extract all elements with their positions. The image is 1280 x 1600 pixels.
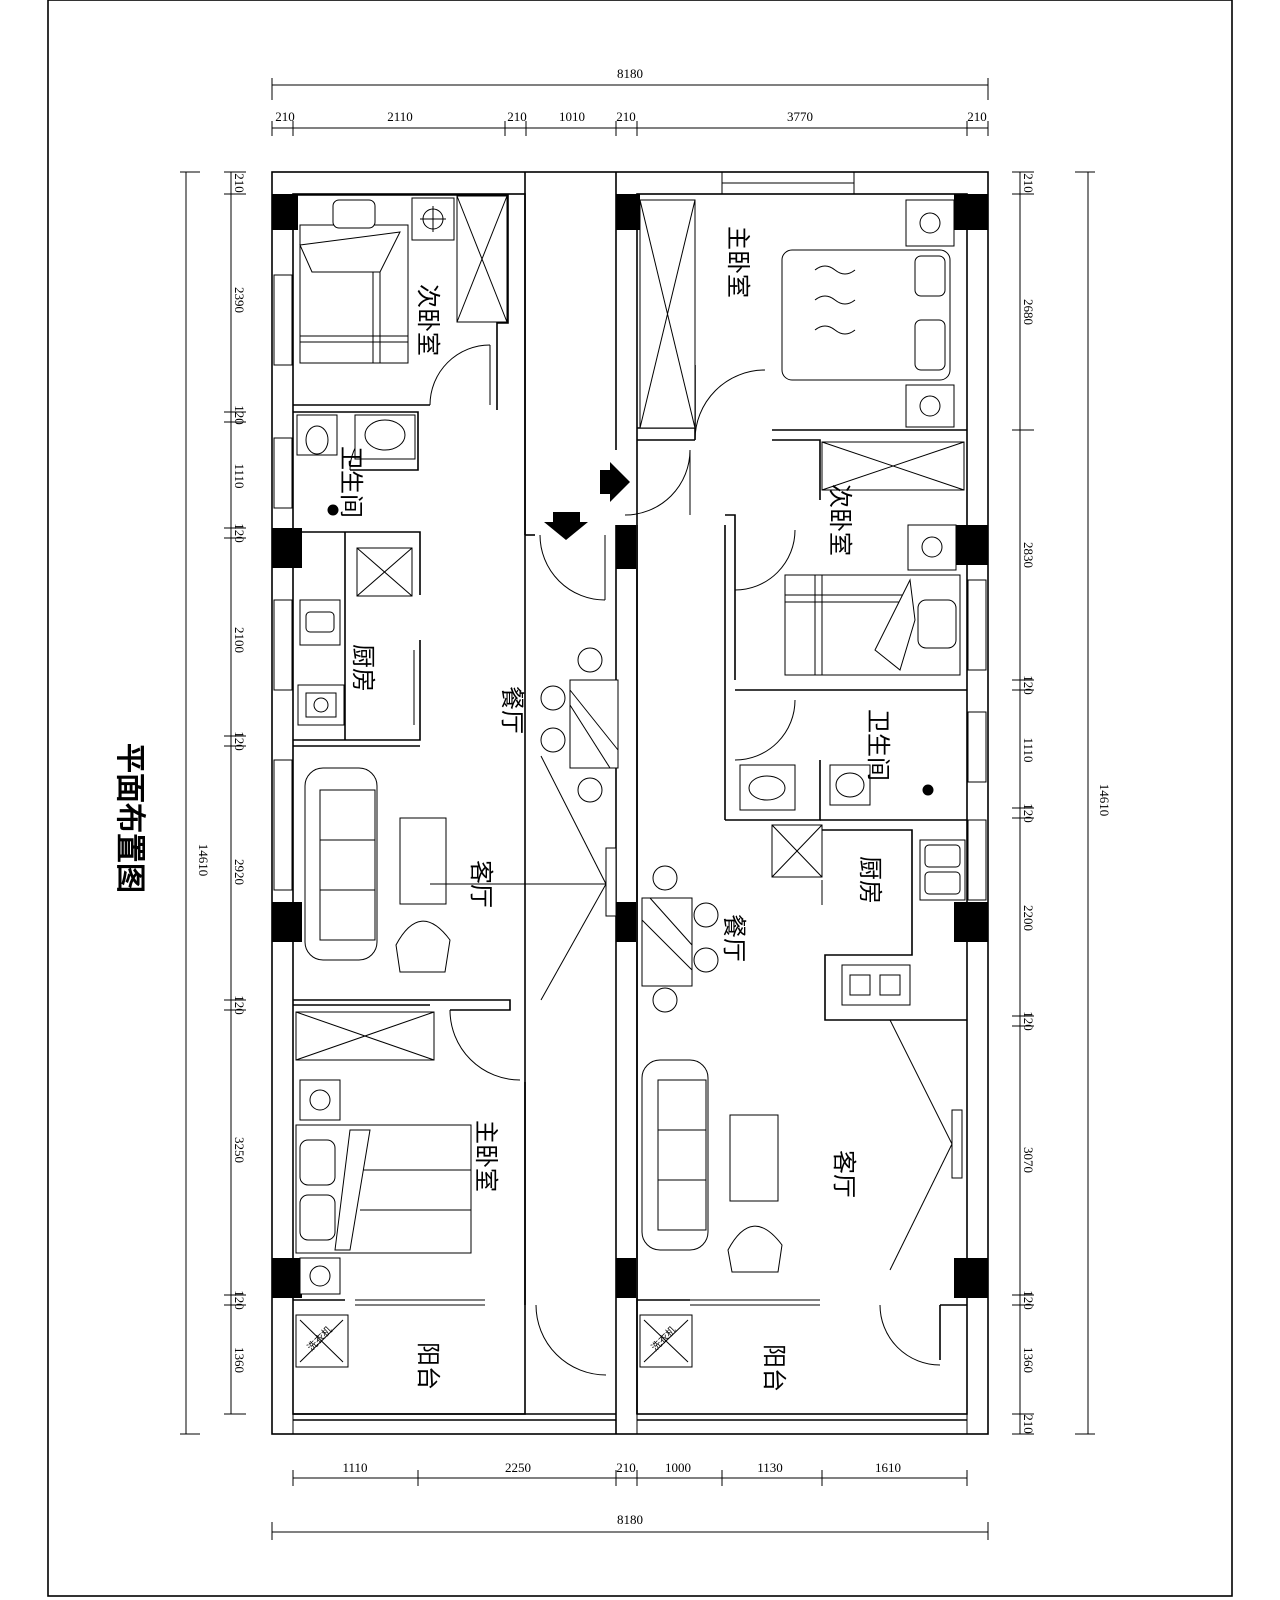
right-bed-large [781,249,951,381]
bottom-dim-4: 1000 [665,1460,691,1475]
left-wardrobe-1 [456,195,508,323]
top-dim-1: 210 [275,109,295,124]
bottom-dimension-lines [271,1470,989,1540]
left-bed-small [299,199,409,364]
right-door-swings [624,369,941,1366]
right-dim-3: 2830 [1021,542,1036,568]
left-nightstands [299,1079,341,1295]
entry-arrow-icons [544,462,630,540]
right-wardrobe-2 [821,441,965,491]
bottom-dim-5: 1130 [757,1460,783,1475]
windows [273,171,987,1435]
left-balcony-label: 阳台 [414,1342,442,1390]
right-tv-unit [889,1019,963,1271]
left-armchair [395,920,451,973]
left-master-bedroom-label: 主卧室 [472,1120,500,1192]
top-dim-6: 3770 [787,109,813,124]
left-bed-large [295,1124,472,1254]
right-dim-10: 120 [1021,1290,1036,1310]
left-dining-label: 餐厅 [498,686,526,734]
top-dim-7: 210 [967,109,987,124]
right-second-bedroom-label: 次卧室 [826,484,854,556]
right-nightstand-2 [907,524,957,571]
right-dim-2: 2680 [1021,299,1036,325]
right-bathroom-fixtures [739,764,934,811]
right-kitchen-label: 厨房 [856,856,884,904]
right-dining-label: 餐厅 [720,914,748,962]
left-dining-table [540,647,619,803]
left-total-dimension: 14610 [196,844,211,877]
bottom-dim-3: 210 [616,1460,636,1475]
structural-columns [272,194,988,1298]
bottom-dim-1: 1110 [342,1460,367,1475]
left-washer [295,1314,349,1368]
left-dim-11: 120 [232,1290,247,1310]
top-dim-2: 2110 [387,109,413,124]
right-dim-8: 120 [1021,1011,1036,1031]
right-unit-walls [637,365,967,1360]
left-tv-unit [430,755,617,1001]
right-bathroom-label: 卫生间 [864,709,892,781]
left-coffee-table [399,817,447,905]
right-dim-12: 210 [1021,1414,1036,1434]
top-dim-3: 210 [507,109,527,124]
right-washer [639,1314,693,1368]
right-armchair [727,1225,783,1273]
drawing-title: 平面布置图 [112,743,147,893]
left-dim-7: 120 [232,731,247,751]
right-dim-9: 3070 [1021,1147,1036,1173]
left-kitchen-label: 厨房 [349,644,377,692]
left-dim-9: 120 [232,995,247,1015]
left-dim-2: 2390 [232,287,247,313]
right-dimension-lines [1012,171,1095,1435]
right-dim-1: 210 [1021,173,1036,193]
right-dining-table [641,865,719,1013]
right-kitchen-fixtures [771,824,966,1006]
left-dim-10: 3250 [232,1137,247,1163]
right-bed-small [784,574,961,676]
bottom-dim-2: 2250 [505,1460,531,1475]
left-kitchen-fixtures [297,547,415,726]
left-sofa [304,767,378,961]
left-dim-3: 120 [232,405,247,425]
right-dim-11: 1360 [1021,1347,1036,1373]
left-dimension-lines [180,171,246,1435]
left-second-bedroom-label: 次卧室 [414,284,442,356]
right-dim-6: 120 [1021,803,1036,823]
right-sofa [641,1059,709,1251]
right-living-label: 客厅 [830,1150,858,1198]
left-dim-12: 1360 [232,1347,247,1373]
right-wardrobe-1 [639,199,696,429]
left-dim-1: 210 [232,173,247,193]
right-master-bedroom-label: 主卧室 [724,226,752,298]
top-total-dimension: 8180 [617,66,643,81]
top-dim-5: 210 [616,109,636,124]
top-dimension-lines [271,78,989,136]
left-living-label: 客厅 [467,860,495,908]
bottom-total-dimension: 8180 [617,1512,643,1527]
left-wardrobe-2 [295,1011,435,1061]
bottom-dim-6: 1610 [875,1460,901,1475]
left-nightstand-1 [411,197,455,241]
right-total-dimension: 14610 [1097,784,1112,817]
right-dim-7: 2200 [1021,905,1036,931]
right-dim-4: 120 [1021,675,1036,695]
left-dim-5: 120 [232,523,247,543]
left-bathroom-fixtures [296,414,416,516]
left-dim-4: 1110 [232,463,247,488]
right-dim-5: 1110 [1021,737,1036,762]
left-bathroom-label: 卫生间 [337,446,365,518]
left-unit-walls [293,194,535,1305]
drawing-border [47,0,1233,1597]
left-dim-6: 2100 [232,627,247,653]
top-dim-4: 1010 [559,109,585,124]
right-nightstands-master [905,199,955,428]
right-balcony-label: 阳台 [760,1344,788,1392]
left-dim-8: 2920 [232,859,247,885]
right-coffee-table [729,1114,779,1202]
